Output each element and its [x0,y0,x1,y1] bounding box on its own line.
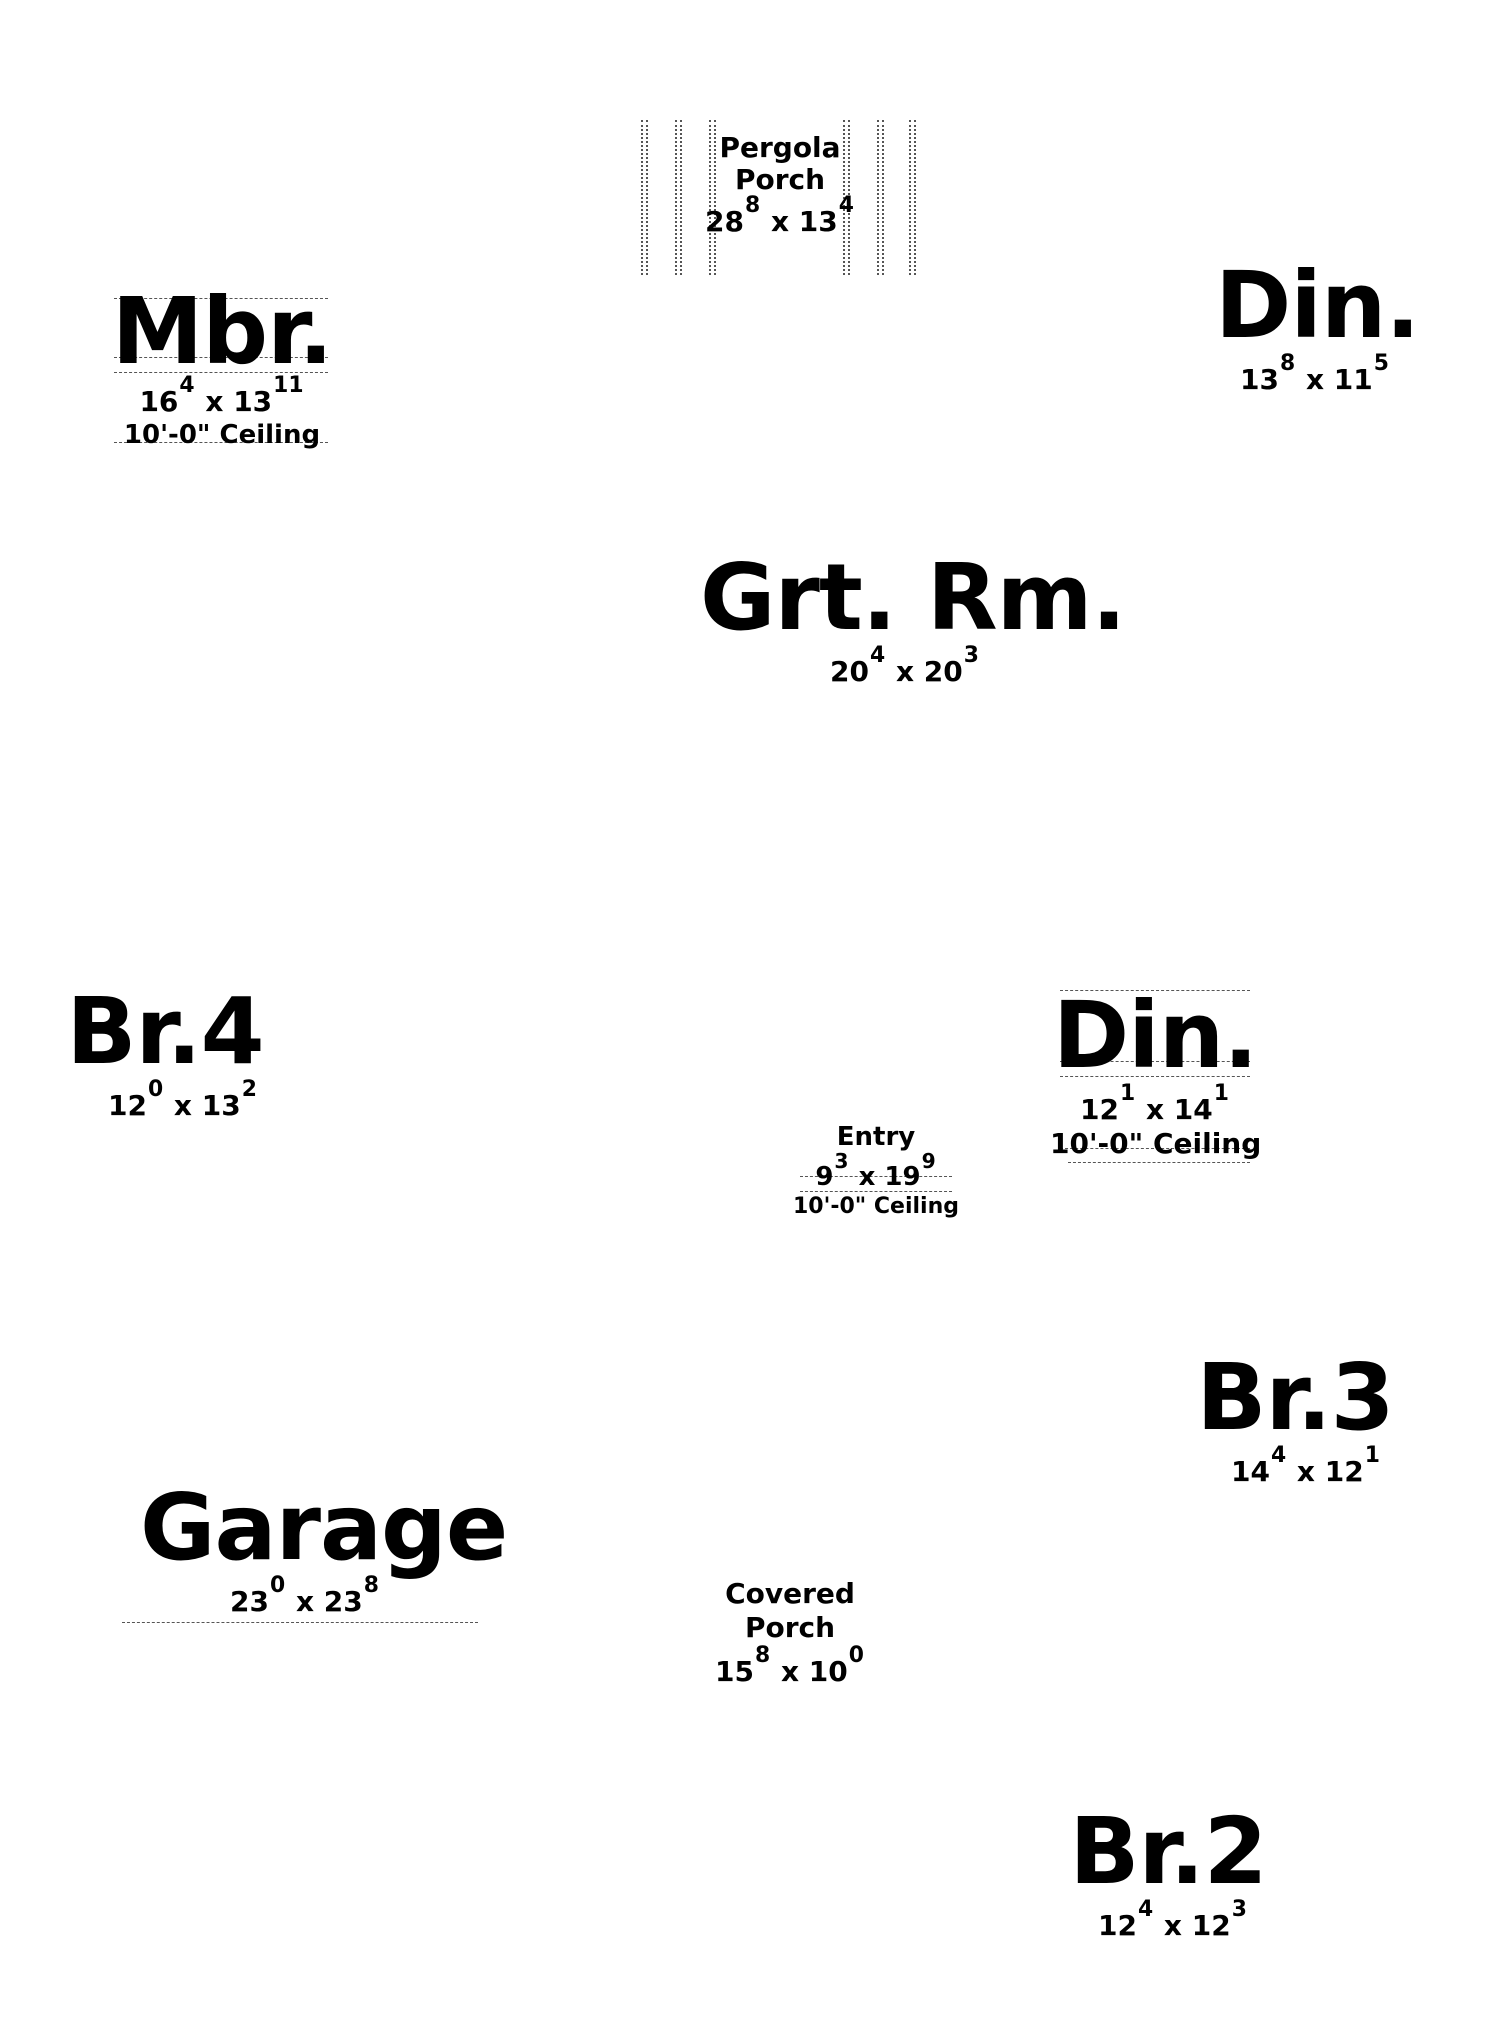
room-dimensions: 158 x 100 [715,1643,864,1688]
room-name: Entry [836,1122,916,1152]
room-dimensions: 164 x 1311 [139,373,304,418]
room-name: Din. [1215,252,1420,359]
room-name: Br.2 [1069,1798,1267,1905]
room-dimensions: 124 x 123 [1098,1897,1247,1942]
room-name: Mbr. [111,278,334,385]
room-name: Br.3 [1196,1344,1394,1451]
room-name-line1: Pergola [719,131,841,164]
room-dimensions: 138 x 115 [1240,351,1389,396]
room-dining-middle: Din. 121 x 141 10'-0" Ceiling [1050,982,1262,1160]
room-dimensions: 204 x 203 [830,643,979,688]
room-name: Din. [1052,982,1258,1089]
room-great-room: Grt. Rm. 204 x 203 [700,544,1127,688]
room-name-line2: Porch [734,163,826,196]
room-dimensions: 121 x 141 [1080,1081,1229,1126]
ceiling-height: 10'-0" Ceiling [792,1194,959,1219]
room-dimensions: 93 x 199 [815,1148,936,1192]
room-name: Br.4 [66,978,264,1085]
room-bedroom-4: Br.4 120 x 132 [60,986,270,1120]
room-master-bedroom: Mbr. 164 x 1311 10'-0" Ceiling [100,278,344,450]
room-name: Garage [140,1474,508,1581]
room-entry: Entry 93 x 199 10'-0" Ceiling [790,1124,962,1218]
room-dimensions: 230 x 238 [230,1573,379,1618]
room-name-line1: Covered [725,1577,855,1610]
room-garage: Garage 230 x 238 [140,1474,508,1618]
room-pergola-porch: Pergola Porch 288 x 134 [700,134,860,236]
room-name-line2: Porch [744,1611,836,1644]
room-bedroom-2: Br.2 124 x 123 [1068,1806,1268,1940]
room-dimensions: 288 x 134 [705,193,854,238]
room-covered-porch: Covered Porch 158 x 100 [710,1580,870,1686]
room-dimensions: 120 x 132 [108,1077,257,1122]
room-dimensions: 144 x 121 [1231,1443,1380,1488]
room-dining-top: Din. 138 x 115 [1215,252,1420,396]
room-name: Grt. Rm. [700,544,1127,651]
ceiling-height: 10'-0" Ceiling [123,420,321,450]
room-bedroom-3: Br.3 144 x 121 [1195,1352,1395,1486]
ceiling-height: 10'-0" Ceiling [1050,1127,1262,1160]
